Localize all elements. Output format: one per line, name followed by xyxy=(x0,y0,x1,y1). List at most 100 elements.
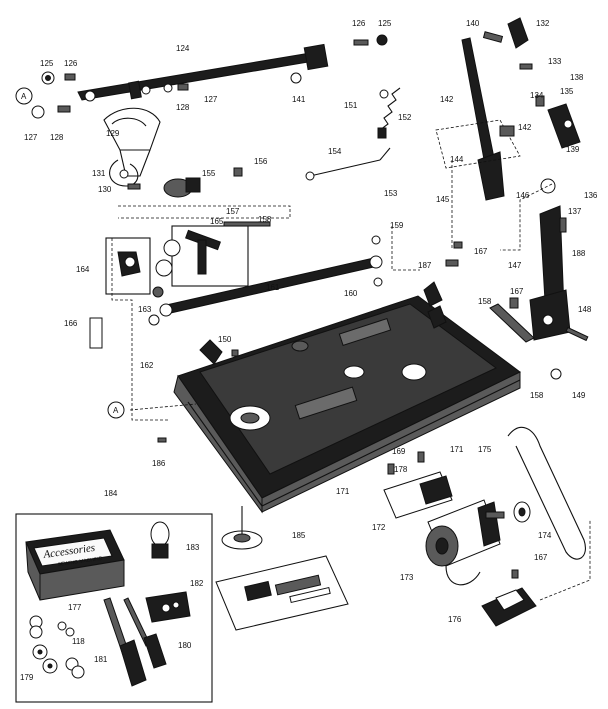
callout: 153 xyxy=(384,189,398,198)
callout: 185 xyxy=(292,531,306,540)
instruction-card-185 xyxy=(215,555,349,631)
callout: 144 xyxy=(450,155,464,164)
reference-markers xyxy=(15,87,125,419)
callout: 171 xyxy=(336,487,350,496)
callout: 177 xyxy=(68,603,82,612)
callout: 183 xyxy=(186,543,200,552)
callout: 187 xyxy=(418,261,432,270)
drive-belt-175 xyxy=(507,426,586,560)
presser-disc-169 xyxy=(221,506,263,550)
callout: 163 xyxy=(138,305,152,314)
callout: 128 xyxy=(50,133,64,142)
callout: 159 xyxy=(390,221,404,230)
callout: 179 xyxy=(20,673,34,682)
small-parts-center-right xyxy=(89,235,535,443)
pulley-174 xyxy=(513,501,531,523)
feed-cam-assembly-153 xyxy=(118,167,291,219)
callout: 126 xyxy=(64,59,78,68)
callout: 154 xyxy=(328,147,342,156)
callout: 146 xyxy=(516,191,530,200)
callout: 186 xyxy=(152,459,166,468)
callout: 150 xyxy=(218,335,232,344)
callout: 165 xyxy=(210,217,224,226)
callout: 184 xyxy=(104,489,118,498)
callout: 176 xyxy=(448,615,462,624)
rod-154 xyxy=(305,147,391,181)
spring-152 xyxy=(377,87,401,139)
callout: 158 xyxy=(530,391,544,400)
screwdrivers-181-180 xyxy=(103,597,167,687)
upper-shaft-124 xyxy=(77,43,329,102)
callout: 127 xyxy=(24,133,38,142)
callout: 142 xyxy=(440,95,454,104)
top-right-hardware xyxy=(482,17,581,149)
callout: 145 xyxy=(436,195,450,204)
callout: 155 xyxy=(202,169,216,178)
callout: 166 xyxy=(64,319,78,328)
callout: 188 xyxy=(572,249,586,258)
callout: 148 xyxy=(578,305,592,314)
callout: 139 xyxy=(566,145,580,154)
callout: A xyxy=(21,92,27,101)
callout: 157 xyxy=(226,207,240,216)
callout: A xyxy=(113,406,119,415)
callout: 162 xyxy=(140,361,154,370)
callout: 140 xyxy=(466,19,480,28)
leader-lines xyxy=(111,160,553,421)
callout: 127 xyxy=(204,95,218,104)
lever-142 xyxy=(435,37,521,201)
callout: 131 xyxy=(92,169,106,178)
callout: 152 xyxy=(398,113,412,122)
callout: 141 xyxy=(292,95,306,104)
accessories-frame-184 xyxy=(15,513,213,703)
accessory-case-177: Accessories SEWING MACHINE xyxy=(25,529,125,601)
callout: 173 xyxy=(400,573,414,582)
callout: 130 xyxy=(98,185,112,194)
callout: 158 xyxy=(258,215,272,224)
callout: 174 xyxy=(538,531,552,540)
callout: 142 xyxy=(518,123,532,132)
bobbins-118-179 xyxy=(29,615,85,679)
callout: 178 xyxy=(394,465,408,474)
callout: 137 xyxy=(568,207,582,216)
callout: 133 xyxy=(548,57,562,66)
bulb-183 xyxy=(150,521,170,559)
bracket-assembly-129 xyxy=(103,107,161,190)
callout: 128 xyxy=(176,103,190,112)
callout: 180 xyxy=(178,641,192,650)
callout: 167 xyxy=(510,287,524,296)
callout: 136 xyxy=(584,191,598,200)
callout: 158 xyxy=(478,297,492,306)
bracket-164 xyxy=(105,237,151,295)
callout: 125 xyxy=(378,19,392,28)
callout: 151 xyxy=(344,101,358,110)
callout: 125 xyxy=(40,59,54,68)
callout: 172 xyxy=(372,523,386,532)
callout: 167 xyxy=(534,553,548,562)
callout: 156 xyxy=(254,157,268,166)
callout: 171 xyxy=(450,445,464,454)
connecting-rod-161 xyxy=(159,255,383,317)
callout: 126 xyxy=(352,19,366,28)
callout: 164 xyxy=(76,265,90,274)
callout: 161 xyxy=(266,283,280,292)
callout-labels: A A 125 126 124 126 125 140 132 127 128 … xyxy=(20,19,598,682)
machine-bed-plate xyxy=(173,281,521,514)
callout: 132 xyxy=(536,19,550,28)
callout: 135 xyxy=(560,87,574,96)
needle-pack-182 xyxy=(145,591,191,623)
callout: 169 xyxy=(392,447,406,456)
callout: 149 xyxy=(572,391,586,400)
callout: 182 xyxy=(190,579,204,588)
callout: 118 xyxy=(72,637,85,646)
callout: 147 xyxy=(508,261,522,270)
callout: 160 xyxy=(344,289,358,298)
control-176 xyxy=(481,520,591,627)
callout: 175 xyxy=(478,445,492,454)
callout: 181 xyxy=(94,655,108,664)
link-assembly-165 xyxy=(152,221,271,298)
callout: 129 xyxy=(106,129,120,138)
motor-bracket-172 xyxy=(383,451,453,519)
lever-147 xyxy=(529,178,589,380)
